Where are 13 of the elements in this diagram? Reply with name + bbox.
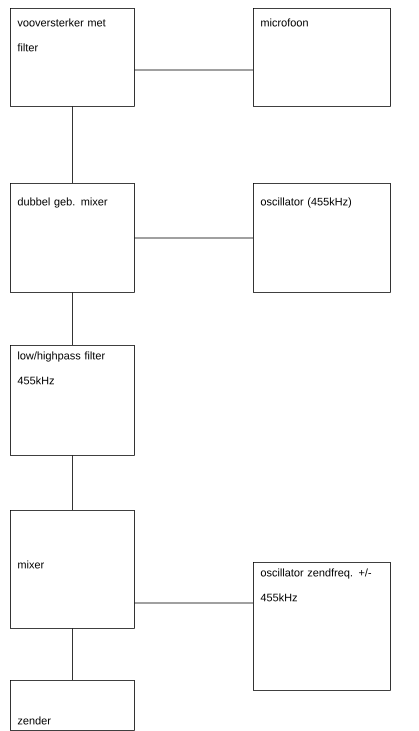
connector-line <box>72 292 73 346</box>
block-box: mixer <box>10 510 135 629</box>
block-box: oscillator (455kHz) <box>253 183 391 293</box>
connector-line <box>134 602 254 604</box>
block-box: oscillator zendfreq. +/- 455kHz <box>253 562 391 691</box>
block-box: zender <box>10 680 135 731</box>
connector-line <box>72 455 73 510</box>
block-box: low/highpass filter 455kHz <box>10 345 135 456</box>
block-box: microfoon <box>253 8 391 107</box>
connector-line <box>72 106 73 184</box>
block-box: vooversterker met filter <box>10 8 135 107</box>
connector-line <box>72 628 73 680</box>
block-box: dubbel geb. mixer <box>10 183 135 293</box>
